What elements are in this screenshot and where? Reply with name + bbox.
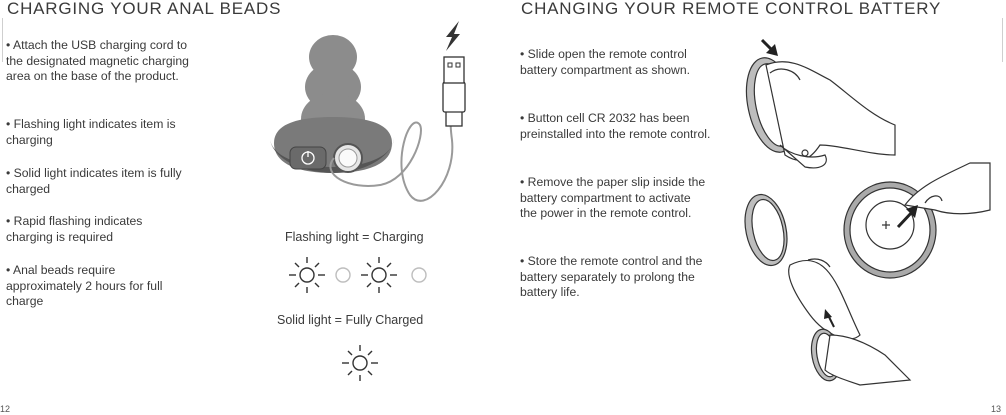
left-bullet-5: • Anal beads require approximately 2 hou… <box>6 263 163 308</box>
page-number-left: 12 <box>0 404 11 414</box>
left-bullet-4: • Rapid flashing indicates charging is r… <box>6 214 143 244</box>
flashing-light-row <box>289 257 427 293</box>
anal-beads-illustration <box>269 21 466 202</box>
light-off-icon <box>335 267 351 283</box>
hand-closing-remote <box>810 328 912 386</box>
right-bullet-4: • Store the remote control and the batte… <box>520 254 703 299</box>
light-on-icon <box>361 257 397 293</box>
caption-flashing: Flashing light = Charging <box>285 230 424 244</box>
page-number-right: 13 <box>991 404 1002 414</box>
light-on-icon <box>289 257 325 293</box>
solid-light-icon <box>342 345 378 381</box>
beads-shape <box>269 35 395 173</box>
light-off-icon <box>411 267 427 283</box>
left-bullet-3: • Solid light indicates item is fully ch… <box>6 166 182 196</box>
arrow-icon <box>760 38 778 56</box>
arrow-icon <box>824 309 835 328</box>
remote-control-illustration <box>744 38 991 386</box>
left-bullet-1: • Attach the USB charging cord to the de… <box>6 38 189 83</box>
usb-cord <box>329 109 455 202</box>
battery-compartment <box>843 162 991 279</box>
lightning-icon <box>446 21 460 51</box>
remote-open <box>744 193 861 340</box>
right-margin-line <box>1002 18 1003 62</box>
left-bullet-2: • Flashing light indicates item is charg… <box>6 117 176 147</box>
left-margin-line <box>2 18 3 62</box>
arrow-icon <box>896 205 918 229</box>
usb-plug-icon <box>442 56 466 127</box>
right-heading: CHANGING YOUR REMOTE CONTROL BATTERY <box>521 0 942 18</box>
right-bullet-3: • Remove the paper slip inside the batte… <box>520 175 706 220</box>
right-bullet-1: • Slide open the remote control battery … <box>520 47 691 77</box>
left-heading: CHARGING YOUR ANAL BEADS <box>7 0 282 18</box>
hand-opening-remote <box>745 57 896 169</box>
caption-solid: Solid light = Fully Charged <box>277 313 424 327</box>
right-bullet-2: • Button cell CR 2032 has been preinstal… <box>520 111 711 141</box>
